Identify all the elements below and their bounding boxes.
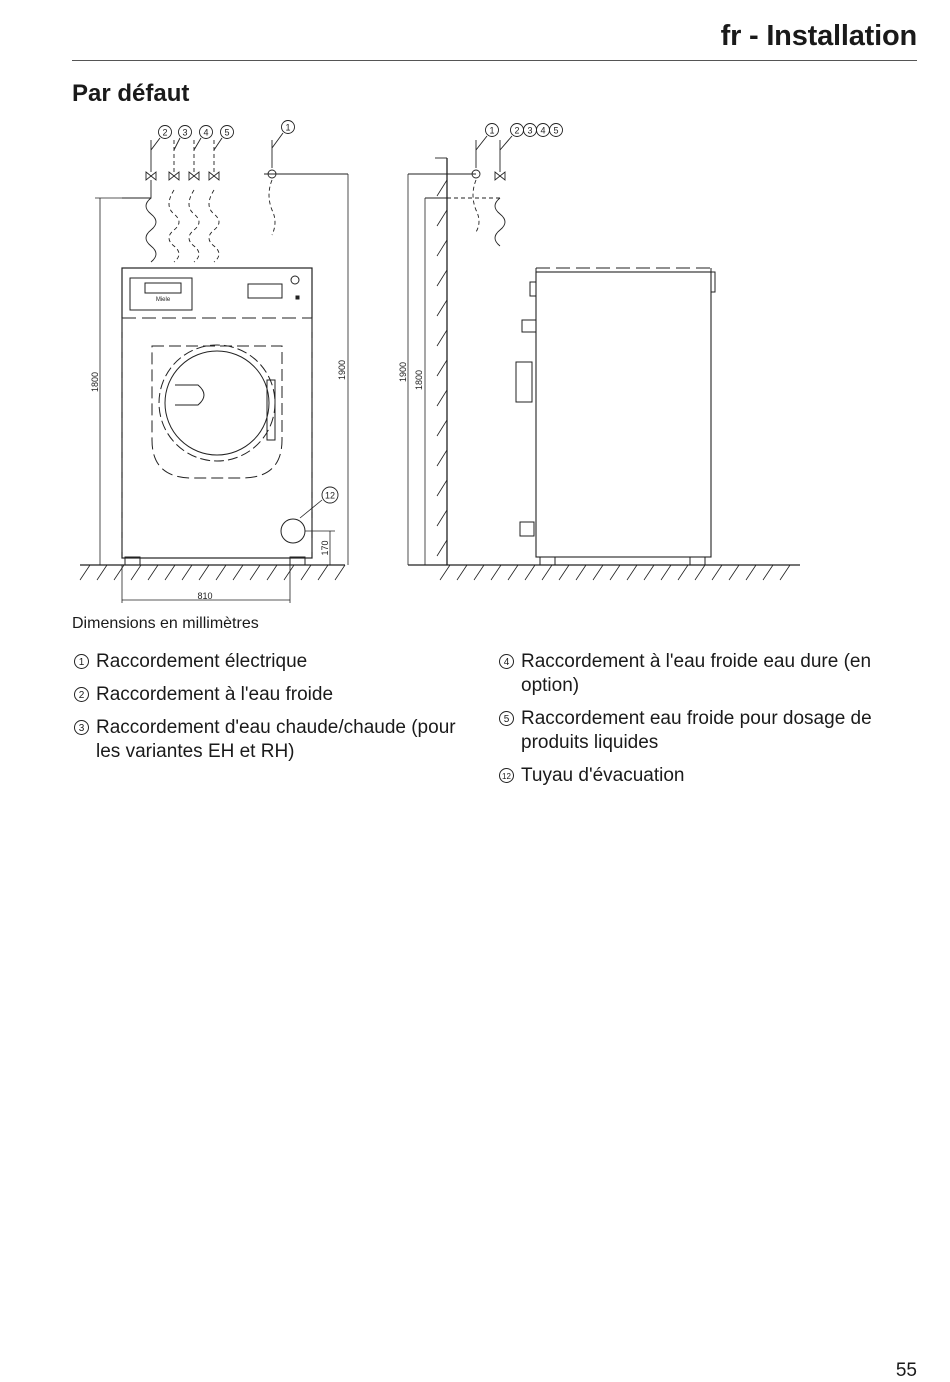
legend-number: 3	[74, 720, 89, 735]
dimension-width: 810	[197, 591, 212, 601]
page-number: 55	[895, 1360, 917, 1381]
callout-side-5: 5	[553, 126, 558, 136]
callout-side-4: 4	[540, 126, 545, 136]
page-header-title: fr - Installation	[720, 20, 918, 52]
dimension-height-body-side: 1800	[414, 370, 424, 390]
legend-number: 2	[74, 687, 89, 702]
legend-right: 4 Raccordement à l'eau froide eau dure (…	[497, 650, 917, 797]
legend-item: 4 Raccordement à l'eau froide eau dure (…	[497, 650, 917, 698]
legend-item: 3 Raccordement d'eau chaude/chaude (pour…	[72, 716, 472, 764]
section-title: Par défaut	[72, 80, 190, 107]
installation-diagram: 2 3 4 5 1 12 810 Miele 1800 1900 170	[0, 110, 950, 615]
figure-caption: Dimensions en millimètres	[72, 615, 259, 632]
callout-side-3: 3	[527, 126, 532, 136]
legend-number: 5	[499, 711, 514, 726]
legend-number: 1	[74, 654, 89, 669]
dimension-height-total-side: 1900	[398, 362, 408, 382]
callout-front-1: 1	[285, 123, 290, 133]
callout-side-2: 2	[514, 126, 519, 136]
dimension-height-body-front: 1800	[90, 372, 100, 392]
legend-item: 1 Raccordement électrique	[72, 650, 472, 674]
legend-left: 1 Raccordement électrique 2 Raccordement…	[72, 650, 472, 773]
legend-text: Raccordement à l'eau froide	[96, 684, 334, 705]
legend-text: Tuyau d'évacuation	[521, 765, 685, 786]
legend-item: 5 Raccordement eau froide pour dosage de…	[497, 707, 917, 755]
legend-text: Raccordement électrique	[96, 651, 308, 672]
callout-front-5: 5	[224, 128, 229, 138]
header-divider	[72, 60, 917, 61]
callout-front-4: 4	[203, 128, 208, 138]
callout-side-1: 1	[489, 126, 494, 136]
callout-front-12: 12	[325, 491, 335, 501]
brand-logo: Miele	[156, 297, 171, 303]
legend-number: 4	[499, 654, 514, 669]
dimension-drain-height: 170	[320, 540, 330, 555]
legend-text: Raccordement à l'eau froide eau dure (en…	[521, 651, 872, 696]
callout-front-2: 2	[162, 128, 167, 138]
legend-number: 12	[499, 768, 514, 783]
legend-item: 12 Tuyau d'évacuation	[497, 764, 917, 788]
legend-text: Raccordement d'eau chaude/chaude (pour l…	[96, 717, 456, 762]
front-view: 2 3 4 5 1 12 810 Miele 1800 1900 170	[79, 120, 349, 603]
side-view: 1 2 3 4 5 1900 1800	[398, 123, 800, 581]
callout-front-3: 3	[182, 128, 187, 138]
legend-text: Raccordement eau froide pour dosage de p…	[521, 708, 872, 753]
legend-item: 2 Raccordement à l'eau froide	[72, 683, 472, 707]
dimension-height-total-front: 1900	[337, 360, 347, 380]
